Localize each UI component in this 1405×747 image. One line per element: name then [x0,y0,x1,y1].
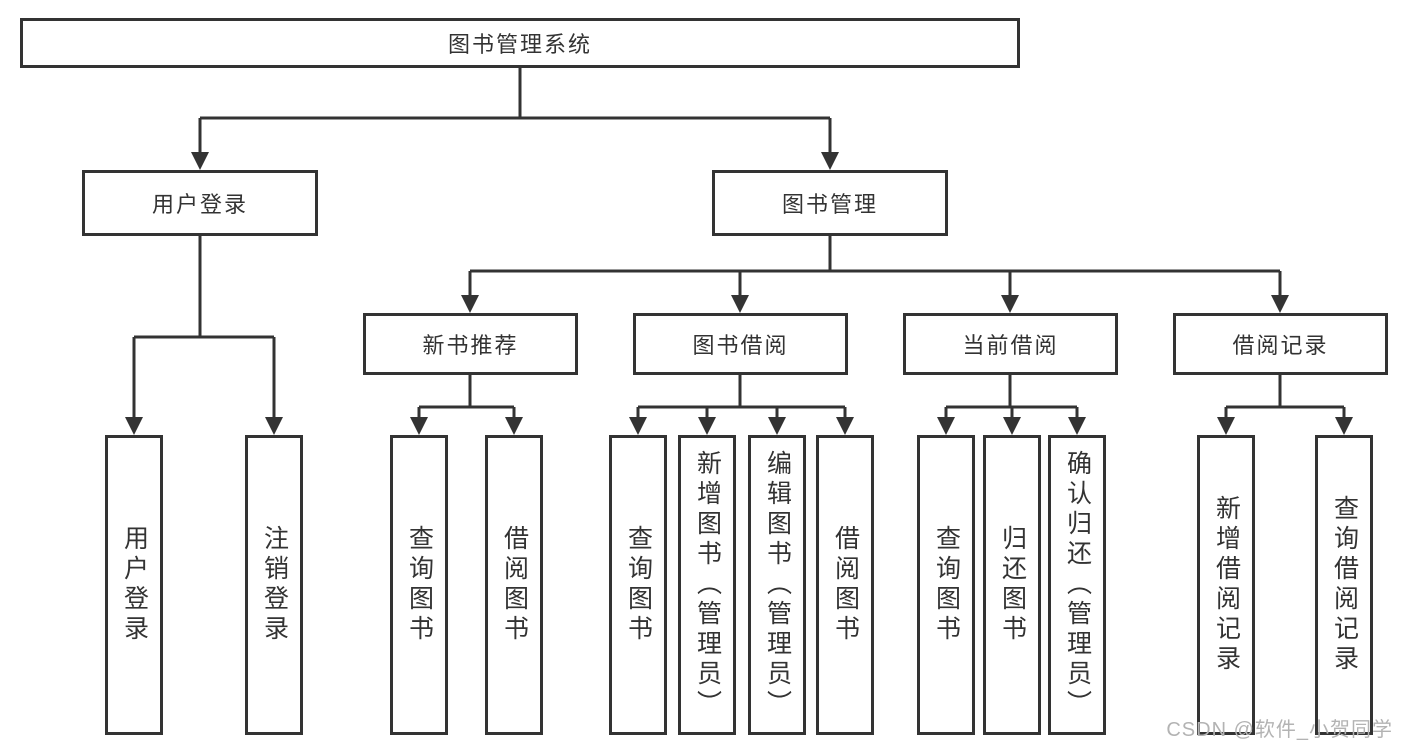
node-book-borrowing: 图书借阅 [633,313,848,375]
leaf-br-add-record: 新增借阅记录 [1197,435,1255,735]
leaf-nbr-query-books: 查询图书 [390,435,448,735]
leaf-br-query-record-label: 查询借阅记录 [1330,495,1359,675]
leaf-nbr-borrow-books: 借阅图书 [485,435,543,735]
node-root: 图书管理系统 [20,18,1020,68]
node-user-login-label: 用户登录 [151,192,248,217]
node-user-login: 用户登录 [82,170,318,236]
node-book-borrowing-label: 图书借阅 [692,333,789,358]
leaf-bb-query-books: 查询图书 [609,435,667,735]
leaf-cb-return-books: 归还图书 [983,435,1041,735]
node-current-borrowing-label: 当前借阅 [962,333,1059,358]
leaf-logout: 注销登录 [245,435,303,735]
node-new-book-recommend-label: 新书推荐 [422,333,519,358]
node-book-management: 图书管理 [712,170,948,236]
leaf-user-login-label: 用户登录 [120,525,149,645]
leaf-br-add-record-label: 新增借阅记录 [1212,495,1241,675]
leaf-bb-borrow-books-label: 借阅图书 [831,525,860,645]
leaf-bb-add-books-admin: 新增图书（管理员） [678,435,736,735]
leaf-nbr-borrow-books-label: 借阅图书 [500,525,529,645]
leaf-cb-query-books-label: 查询图书 [932,525,961,645]
leaf-cb-return-books-label: 归还图书 [998,525,1027,645]
leaf-bb-borrow-books: 借阅图书 [816,435,874,735]
leaf-br-query-record: 查询借阅记录 [1315,435,1373,735]
node-new-book-recommend: 新书推荐 [363,313,578,375]
leaf-cb-query-books: 查询图书 [917,435,975,735]
leaf-logout-label: 注销登录 [260,525,289,645]
node-book-management-label: 图书管理 [781,192,878,217]
arrowheads [125,152,1353,435]
leaf-bb-edit-books-admin-label: 编辑图书（管理员） [763,450,792,720]
leaf-bb-add-books-admin-label: 新增图书（管理员） [693,450,722,720]
leaf-user-login: 用户登录 [105,435,163,735]
node-borrow-records-label: 借阅记录 [1232,333,1329,358]
leaf-nbr-query-books-label: 查询图书 [405,525,434,645]
leaf-cb-confirm-return-admin: 确认归还（管理员） [1048,435,1106,735]
node-borrow-records: 借阅记录 [1173,313,1388,375]
leaf-bb-edit-books-admin: 编辑图书（管理员） [748,435,806,735]
watermark: CSDN @软件_小贺同学 [1166,719,1393,741]
leaf-cb-confirm-return-admin-label: 确认归还（管理员） [1063,450,1092,720]
node-current-borrowing: 当前借阅 [903,313,1118,375]
leaf-bb-query-books-label: 查询图书 [624,525,653,645]
node-root-label: 图书管理系统 [447,32,592,57]
